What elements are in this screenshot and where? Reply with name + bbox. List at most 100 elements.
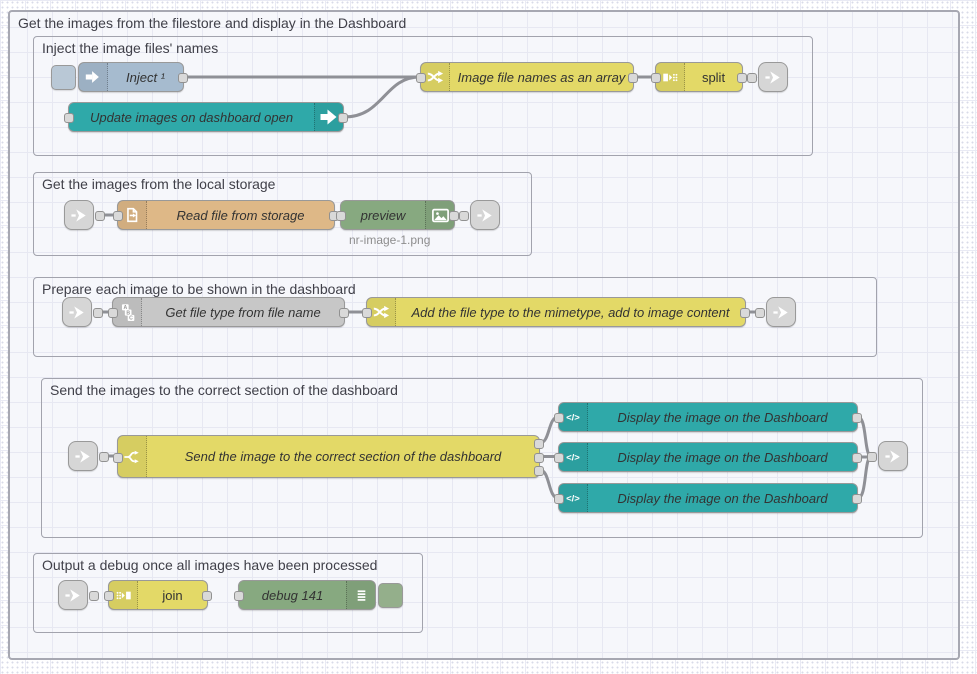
input-port[interactable]	[104, 591, 114, 601]
inject-node-button[interactable]	[51, 64, 76, 90]
template-node-3[interactable]: </> Display the image on the Dashboard	[554, 483, 862, 513]
output-port[interactable]	[737, 73, 747, 83]
group-label: Get the images from the local storage	[42, 176, 276, 192]
node-label: split	[701, 69, 726, 85]
output-port[interactable]	[534, 466, 544, 476]
input-port[interactable]	[113, 452, 123, 463]
output-port[interactable]	[93, 308, 103, 318]
node-label: Image file names as an array	[457, 69, 626, 85]
link-in-2[interactable]	[62, 297, 103, 327]
group-output-debug[interactable]: Output a debug once all images have been…	[33, 553, 423, 633]
inject-icon	[79, 63, 108, 91]
switch-node[interactable]: Send the image to the correct section of…	[113, 435, 544, 478]
ui-control-node[interactable]: Update images on dashboard open	[64, 102, 348, 132]
input-port[interactable]	[362, 308, 372, 318]
link-in-4[interactable]	[58, 580, 99, 610]
output-port[interactable]	[339, 308, 349, 318]
link-out-4[interactable]	[867, 441, 908, 471]
node-label: Display the image on the Dashboard	[617, 409, 828, 425]
group-label: Send the images to the correct section o…	[50, 382, 398, 398]
output-port[interactable]	[202, 591, 212, 601]
input-port[interactable]	[113, 211, 123, 221]
inject-node[interactable]: Inject ¹	[51, 62, 188, 92]
node-label: debug 141	[261, 587, 324, 603]
group-label: Inject the image files' names	[42, 40, 219, 56]
link-in-3[interactable]	[68, 441, 109, 471]
link-out-1[interactable]	[747, 62, 788, 92]
output-port[interactable]	[534, 439, 544, 449]
group-send-dashboard[interactable]: Send the images to the correct section o…	[41, 378, 923, 538]
output-port[interactable]	[740, 308, 750, 318]
node-label: Inject ¹	[125, 69, 165, 85]
svg-text:</>: </>	[566, 413, 580, 424]
output-port[interactable]	[338, 113, 348, 123]
svg-text:</>: </>	[566, 453, 580, 464]
link-icon	[70, 206, 89, 225]
input-port[interactable]	[416, 73, 426, 83]
debug-icon	[346, 581, 375, 609]
link-icon	[74, 447, 93, 466]
svg-text:</>: </>	[566, 494, 580, 505]
input-port[interactable]	[554, 413, 564, 423]
file-in-node[interactable]: Read file from storage	[113, 200, 339, 230]
output-port[interactable]	[628, 73, 638, 83]
svg-text:A: A	[123, 304, 127, 310]
link-icon	[772, 303, 791, 322]
input-port[interactable]	[651, 73, 661, 83]
input-port[interactable]	[459, 211, 469, 221]
shuffle-icon	[421, 63, 450, 91]
node-label: Display the image on the Dashboard	[617, 490, 828, 506]
node-label: Get file type from file name	[165, 304, 321, 320]
template-node-2[interactable]: </> Display the image on the Dashboard	[554, 442, 862, 472]
debug-node[interactable]: debug 141	[234, 580, 403, 610]
output-port[interactable]	[89, 591, 99, 601]
node-label: join	[162, 587, 183, 603]
ui-arrow-icon	[314, 103, 343, 131]
group-label: Get the images from the filestore and di…	[18, 15, 407, 31]
change-node-filenames[interactable]: Image file names as an array	[416, 62, 638, 92]
node-label: Display the image on the Dashboard	[617, 449, 828, 465]
template-node-1[interactable]: </> Display the image on the Dashboard	[554, 402, 862, 432]
wire[interactable]	[342, 75, 422, 119]
output-port[interactable]	[178, 73, 188, 83]
svg-text:C: C	[129, 315, 133, 321]
input-port[interactable]	[554, 494, 564, 504]
link-in-1[interactable]	[64, 200, 105, 230]
input-port[interactable]	[234, 591, 244, 601]
group-local-storage[interactable]: Get the images from the local storage	[33, 172, 532, 256]
input-port[interactable]	[336, 211, 346, 221]
wire[interactable]	[856, 455, 873, 500]
node-label: Update images on dashboard open	[89, 109, 294, 125]
split-node[interactable]: split	[651, 62, 747, 92]
output-port[interactable]	[534, 452, 544, 463]
link-icon	[68, 303, 87, 322]
input-port[interactable]	[108, 308, 118, 318]
debug-node-button[interactable]	[378, 582, 403, 608]
output-port[interactable]	[852, 413, 862, 423]
join-node[interactable]: join	[104, 580, 212, 610]
group-inject-names[interactable]: Inject the image files' names	[33, 36, 813, 156]
group-label: Output a debug once all images have been…	[42, 557, 378, 573]
input-port[interactable]	[755, 308, 765, 318]
output-port[interactable]	[99, 452, 109, 462]
output-port[interactable]	[95, 211, 105, 221]
group-label: Prepare each image to be shown in the da…	[42, 281, 356, 297]
input-port[interactable]	[64, 113, 74, 123]
link-out-2[interactable]	[459, 200, 500, 230]
input-port[interactable]	[747, 73, 757, 83]
output-port[interactable]	[449, 211, 459, 221]
output-port[interactable]	[852, 494, 862, 504]
preview-status: nr-image-1.png	[349, 233, 431, 247]
image-preview-node[interactable]: preview	[336, 200, 459, 230]
output-port[interactable]	[852, 453, 862, 463]
svg-text:B: B	[126, 310, 130, 316]
input-port[interactable]	[867, 452, 877, 462]
change-node-mimetype[interactable]: Add the file type to the mimetype, add t…	[362, 297, 750, 327]
group-prepare-image[interactable]: Prepare each image to be shown in the da…	[33, 277, 877, 357]
link-icon	[476, 206, 495, 225]
link-out-3[interactable]	[755, 297, 796, 327]
node-label: Read file from storage	[176, 207, 305, 223]
input-port[interactable]	[554, 453, 564, 463]
